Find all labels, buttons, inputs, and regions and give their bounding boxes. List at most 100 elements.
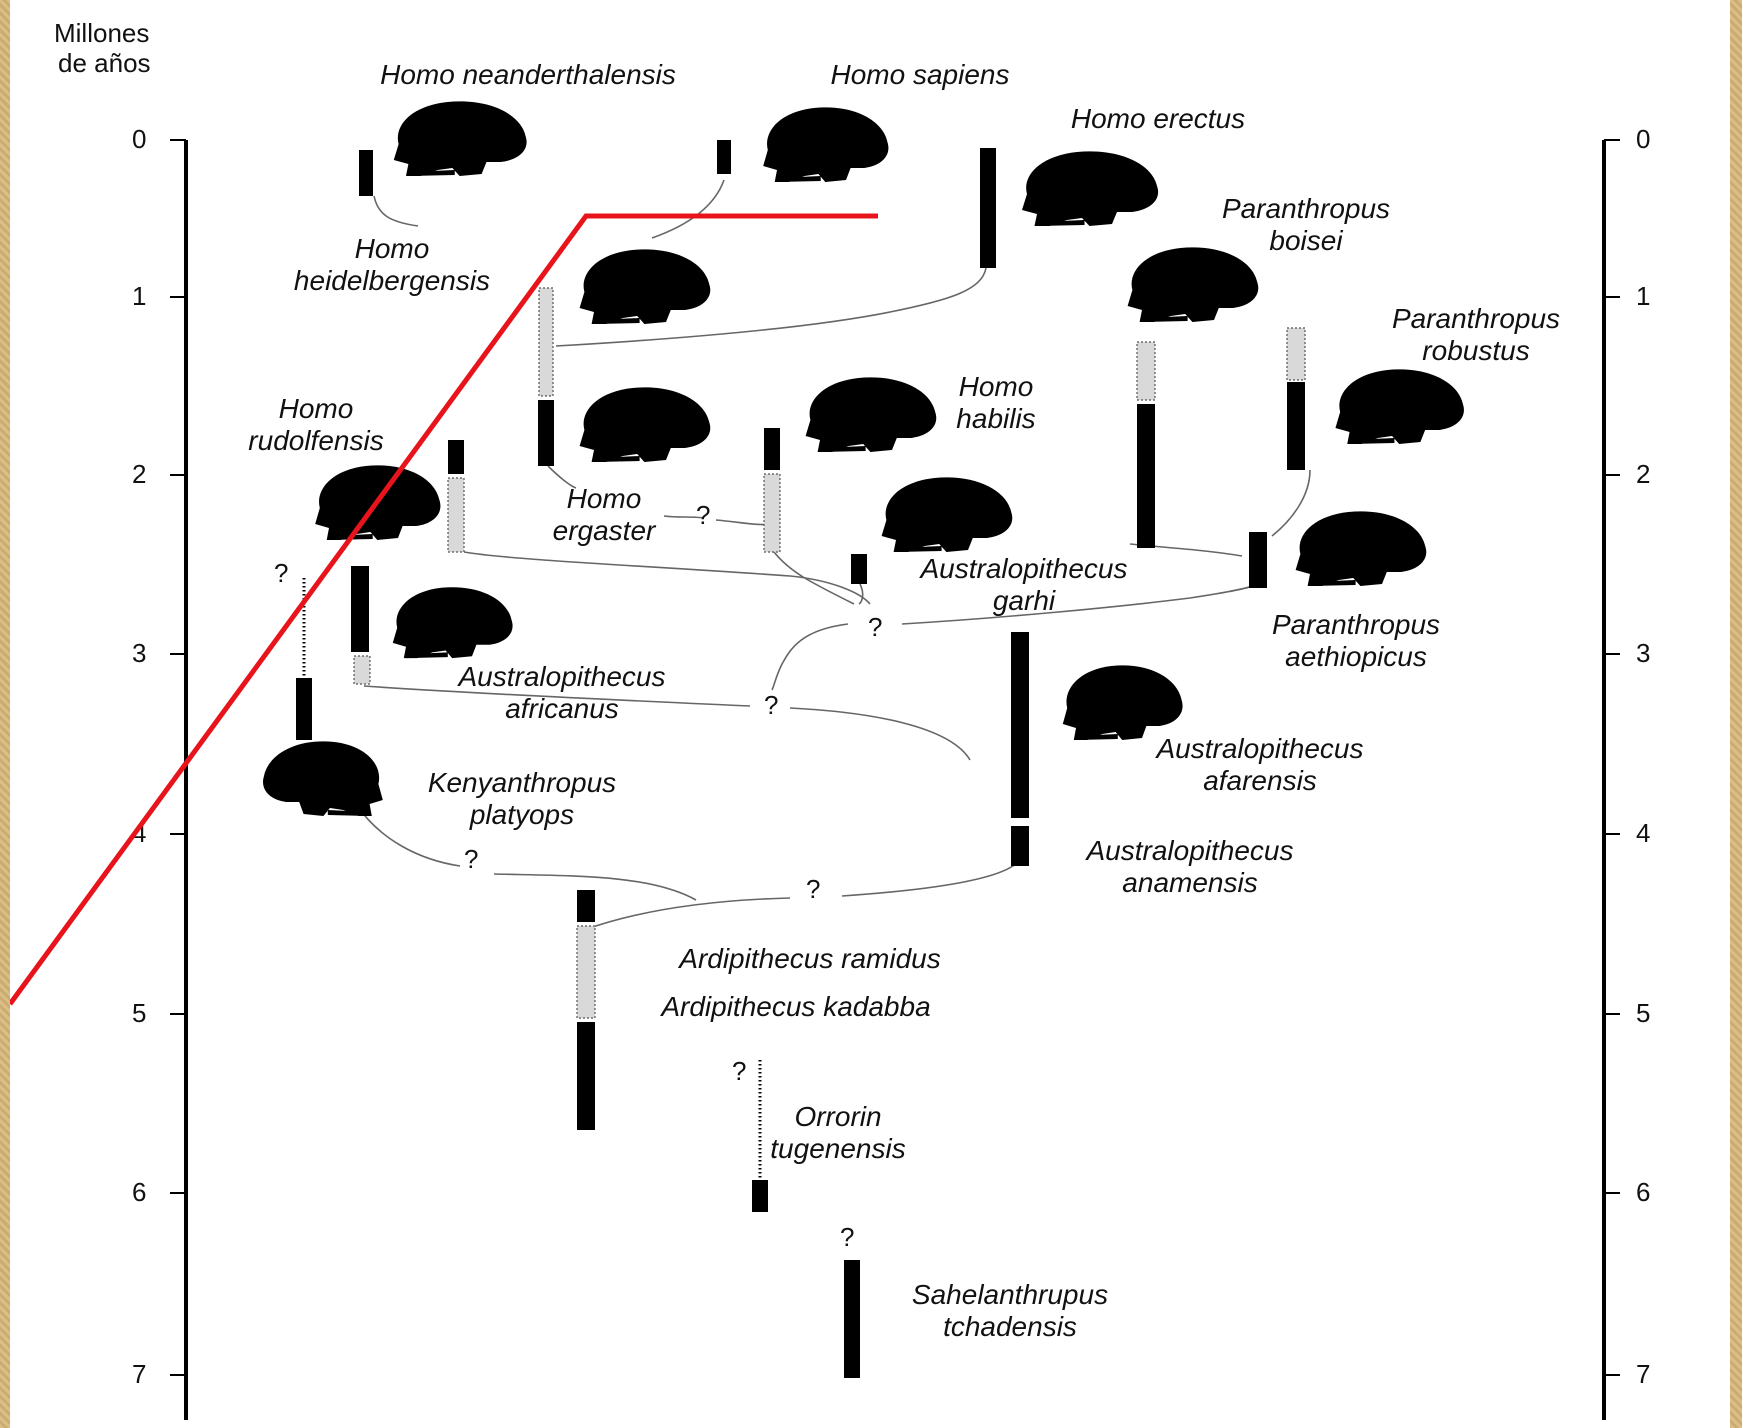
species-label-boisei: boisei: [1269, 225, 1343, 256]
range-bar-uncertain: [1286, 327, 1306, 381]
right-tick-label: 4: [1636, 818, 1650, 848]
axis-title-line1: Millones: [54, 18, 149, 48]
range-bar-uncertain: [576, 925, 596, 1019]
range-bar-confirmed: [717, 140, 731, 174]
range-bar-confirmed: [851, 554, 867, 584]
species-label-kadabba: Ardipithecus kadabba: [659, 991, 930, 1022]
question-mark: ?: [464, 844, 478, 874]
skull-icon: [393, 101, 527, 176]
range-bar-uncertain: [353, 655, 371, 685]
question-mark: ?: [840, 1222, 854, 1252]
left-tick-label: 1: [132, 281, 146, 311]
species-label-tchadensis: tchadensis: [943, 1311, 1077, 1342]
range-bar-confirmed: [980, 148, 996, 268]
range-bar-confirmed: [1011, 826, 1029, 866]
species-label-afarensis: afarensis: [1203, 765, 1317, 796]
branch-ergaster-habilis-q2: [715, 519, 771, 526]
range-bar-uncertain: [763, 473, 781, 553]
species-ranges: [296, 140, 1306, 1378]
species-label-aethiopicus: aethiopicus: [1285, 641, 1427, 672]
range-bar-confirmed: [1137, 404, 1155, 548]
branch-africanus-q: [771, 623, 849, 691]
branch-habilis-q: [773, 551, 855, 605]
left-tick-label: 2: [132, 459, 146, 489]
species-label-platyops: Kenyanthropus: [428, 767, 616, 798]
species-label-africanus: africanus: [505, 693, 619, 724]
species-label-robustus: Paranthropus: [1392, 303, 1560, 334]
range-bar-confirmed: [752, 1180, 768, 1212]
axis-title-line2: de años: [58, 48, 151, 78]
range-bar-confirmed: [538, 400, 554, 466]
range-bar-confirmed: [296, 678, 312, 740]
right-tick-label: 7: [1636, 1359, 1650, 1389]
species-label-habilis: Homo: [959, 371, 1034, 402]
skull-icon: [392, 587, 513, 659]
skull-icon: [1335, 369, 1464, 444]
species-label-rudolfensis: Homo: [279, 393, 354, 424]
branch-erectus-ergaster: [555, 267, 987, 347]
skull-icon: [263, 741, 383, 816]
species-label-tugenensis: Orrorin: [794, 1101, 881, 1132]
skull-icon: [579, 249, 711, 324]
species-label-platyops: platyops: [469, 799, 574, 830]
branch-africanus-1: [363, 685, 751, 707]
species-label-robustus: robustus: [1422, 335, 1529, 366]
annotation-red-line: [10, 213, 878, 1006]
right-tick-label: 6: [1636, 1177, 1650, 1207]
range-bar-confirmed: [448, 440, 464, 474]
range-bar-confirmed: [577, 890, 595, 922]
species-label-afarensis: Australopithecus: [1154, 733, 1363, 764]
species-label-rudolfensis: rudolfensis: [248, 425, 383, 456]
species-label-tugenensis: tugenensis: [770, 1133, 905, 1164]
left-tick-label: 6: [132, 1177, 146, 1207]
skull-icon: [1127, 247, 1259, 322]
range-bar-confirmed: [351, 566, 369, 652]
branch-platyops-2: [493, 873, 697, 901]
species-label-africanus: Australopithecus: [456, 661, 665, 692]
range-bar-confirmed: [1011, 632, 1029, 818]
question-marks: ????????: [274, 500, 882, 1252]
skull-icon: [805, 377, 937, 452]
species-label-erectus: Homo erectus: [1071, 103, 1245, 134]
range-bar-uncertain: [1136, 341, 1156, 401]
species-label-boisei: Paranthropus: [1222, 193, 1390, 224]
species-label-garhi: Australopithecus: [918, 553, 1127, 584]
species-label-ergaster: ergaster: [553, 515, 657, 546]
branch-rudolfensis: [463, 551, 871, 605]
species-label-aethiopicus: Paranthropus: [1272, 609, 1440, 640]
species-label-heidelbergensis: heidelbergensis: [294, 265, 490, 296]
skull-icon: [579, 387, 711, 462]
skull-icon: [763, 107, 889, 182]
question-mark: ?: [696, 500, 710, 530]
right-tick-label: 3: [1636, 638, 1650, 668]
branch-ergaster-habilis-q1: [663, 515, 705, 519]
skull-icon: [1062, 665, 1183, 740]
branch-sapiens: [651, 179, 725, 239]
skull-icon: [1295, 511, 1427, 586]
right-tick-label: 1: [1636, 281, 1650, 311]
branch-robustus: [1271, 469, 1311, 537]
skull-icon: [881, 477, 1013, 552]
question-mark: ?: [764, 690, 778, 720]
range-bar-uncertain: [447, 477, 465, 553]
species-label-sapiens: Homo sapiens: [831, 59, 1010, 90]
species-label-ramidus: Ardipithecus ramidus: [677, 943, 940, 974]
range-bar-confirmed: [1249, 532, 1267, 588]
branch-ramidus-1: [583, 897, 791, 931]
species-label-heidelbergensis: Homo: [355, 233, 430, 264]
range-bar-uncertain: [538, 287, 554, 397]
right-tick-label: 5: [1636, 998, 1650, 1028]
range-bar-confirmed: [1287, 382, 1305, 470]
branch-neanderthal-heidelbergensis: [373, 195, 419, 227]
left-tick-label: 0: [132, 124, 146, 154]
species-label-anamensis: anamensis: [1122, 867, 1257, 898]
branch-africanus-2: [789, 707, 971, 761]
species-label-habilis: habilis: [956, 403, 1035, 434]
question-mark: ?: [868, 612, 882, 642]
range-bar-confirmed: [577, 1022, 595, 1130]
